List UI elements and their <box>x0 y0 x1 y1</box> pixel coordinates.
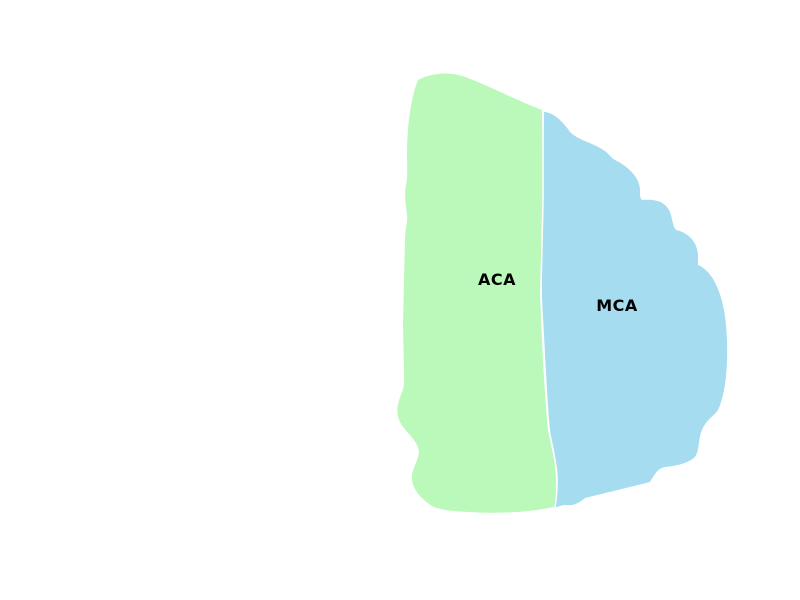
aca-region <box>397 73 556 513</box>
territory-boundary <box>540 110 558 508</box>
mca-label: MCA <box>596 296 638 315</box>
mca-region <box>542 112 728 508</box>
aca-label: ACA <box>478 270 516 289</box>
